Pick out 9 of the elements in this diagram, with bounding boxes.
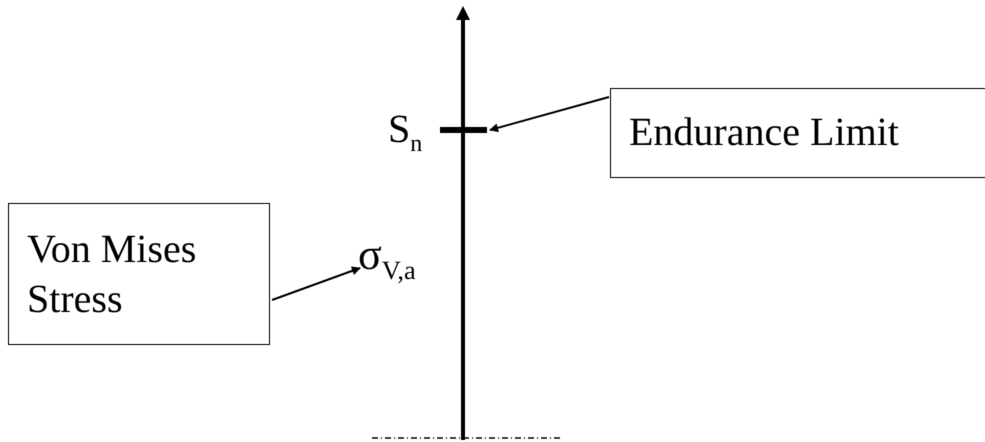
- symbol-label: σ$_{V,a}$: [358, 232, 438, 293]
- box-text: Endurance Limit: [629, 109, 899, 154]
- label-box: [610, 88, 985, 178]
- box-text: Von Mises Stress: [27, 226, 196, 321]
- tick-mark: [440, 127, 487, 133]
- symbol-label: S$_{n}$: [388, 106, 422, 159]
- arrow: [272, 266, 361, 301]
- label-box: [8, 203, 270, 345]
- arrow: [489, 96, 610, 132]
